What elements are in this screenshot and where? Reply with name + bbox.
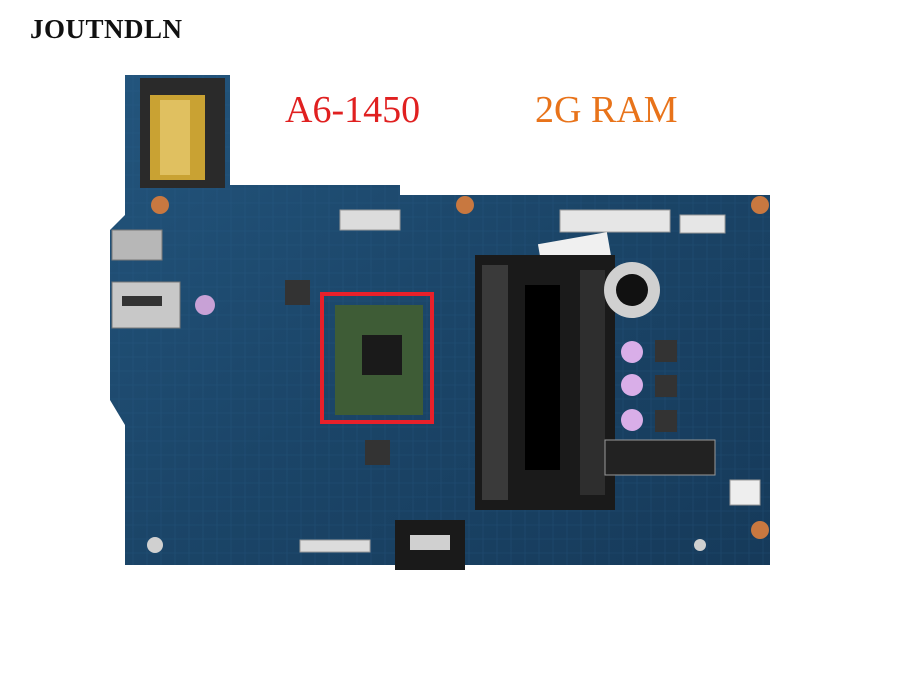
sd-card-slot	[140, 78, 225, 188]
cpu-model-label: A6-1450	[285, 89, 421, 131]
cpu-highlight-box	[320, 292, 434, 424]
capacitor	[621, 341, 643, 363]
mini-hdmi-port	[111, 229, 163, 261]
mounting-hole	[751, 521, 769, 539]
inductor	[285, 280, 310, 305]
ram-slot	[475, 255, 615, 510]
mounting-hole	[751, 196, 769, 214]
mounting-hole	[694, 539, 706, 551]
fpc-connector	[299, 539, 371, 553]
brand-name: JOUTNDLN	[30, 14, 183, 44]
mounting-hole	[151, 196, 169, 214]
mounting-hole	[456, 196, 474, 214]
ram-label: 2G RAM	[535, 89, 678, 131]
capacitor	[621, 409, 643, 431]
cpu-chip	[335, 305, 423, 415]
msata-slot	[604, 439, 716, 476]
inductor	[655, 375, 677, 397]
capacitor	[621, 374, 643, 396]
inductor	[365, 440, 390, 465]
inductor	[655, 340, 677, 362]
mounting-hole	[147, 537, 163, 553]
connector-top-1	[339, 209, 401, 231]
connector-top-2	[559, 209, 671, 233]
capacitor	[195, 295, 215, 315]
connector-top-3	[679, 214, 726, 234]
fan-connector	[729, 479, 761, 506]
inductor	[655, 410, 677, 432]
